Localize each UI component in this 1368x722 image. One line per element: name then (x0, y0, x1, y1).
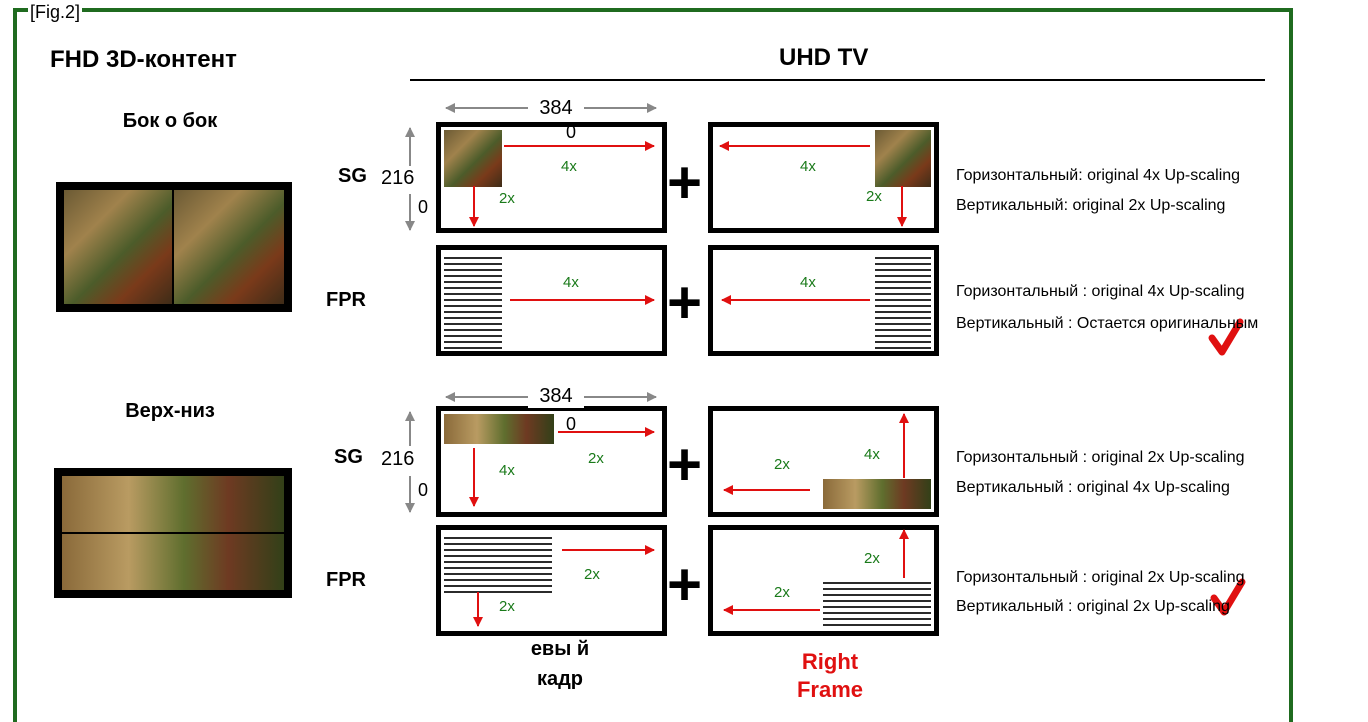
desc-sg1-vertical: Вертикальный: original 2x Up-scaling (956, 197, 1226, 214)
frame-fpr1-left (436, 245, 667, 356)
scale-label-fpr2-right-v: 2x (864, 550, 880, 567)
scale-label-sg1-left-h: 4x (561, 158, 577, 175)
left-header: FHD 3D-контент (50, 46, 237, 73)
figure-label: [Fig.2] (28, 2, 83, 23)
desc-fpr1-horizontal: Горизонтальный : original 4x Up-scaling (956, 283, 1245, 300)
width-sub-label-1: 0 (566, 122, 577, 142)
left-frame-label: евы й кадр (530, 638, 590, 690)
width-sub-label-2: 0 (566, 414, 577, 434)
frame-sg2-right (708, 406, 939, 517)
frame-fpr2-left (436, 525, 667, 636)
row-label-fpr-1: FPR (326, 289, 366, 311)
width-label-2: 384 (528, 385, 584, 408)
scale-label-sg1-right-h: 4x (800, 158, 816, 175)
frame-fpr2-right (708, 525, 939, 636)
height-label-1: 216 (381, 167, 415, 190)
desc-fpr1-vertical: Вертикальный : Остается оригинальным (956, 315, 1259, 332)
scale-label-fpr2-right-h: 2x (774, 584, 790, 601)
width-label-1: 384 (528, 97, 584, 120)
outer-border (13, 8, 1293, 722)
scale-label-fpr2-left-h: 2x (584, 566, 600, 583)
scale-label-sg2-right-h: 2x (774, 456, 790, 473)
right-header: UHD TV (779, 44, 869, 71)
header-underline (410, 79, 1265, 81)
plus-sign-2: + (667, 269, 703, 336)
row-label-sg-1: SG (338, 165, 367, 187)
plus-sign-1: + (667, 149, 703, 216)
format-label-side-by-side: Бок о бок (122, 110, 218, 132)
frame-fpr1-right (708, 245, 939, 356)
desc-fpr2-horizontal: Горизонтальный : original 2x Up-scaling (956, 569, 1245, 586)
height-label-2: 216 (381, 448, 415, 471)
right-frame-label: Right Frame (796, 649, 864, 702)
row-label-fpr-2: FPR (326, 569, 366, 591)
scale-label-fpr1-left-h: 4x (563, 274, 579, 291)
scale-label-sg2-right-v: 4x (864, 446, 880, 463)
frame-sg1-right (708, 122, 939, 233)
desc-sg2-vertical: Вертикальный : original 4x Up-scaling (956, 479, 1230, 496)
row-label-sg-2: SG (334, 446, 363, 468)
scale-label-sg2-left-v: 4x (499, 462, 515, 479)
desc-sg2-horizontal: Горизонтальный : original 2x Up-scaling (956, 449, 1245, 466)
desc-sg1-horizontal: Горизонтальный: original 4x Up-scaling (956, 167, 1241, 184)
thumbnail-top-bottom (54, 468, 292, 598)
scale-label-fpr2-left-v: 2x (499, 598, 515, 615)
thumbnail-side-by-side (56, 182, 292, 312)
height-sub-label-2: 0 (418, 480, 429, 500)
scale-label-sg1-left-v: 2x (499, 190, 515, 207)
format-label-top-bottom: Верх-низ (125, 400, 215, 422)
desc-fpr2-vertical: Вертикальный : original 2x Up-scaling (956, 598, 1230, 615)
scale-label-sg1-right-v: 2x (866, 188, 882, 205)
plus-sign-3: + (667, 431, 703, 498)
height-sub-label-1: 0 (418, 197, 429, 217)
plus-sign-4: + (667, 551, 703, 618)
scale-label-sg2-left-h: 2x (588, 450, 604, 467)
frame-sg1-left (436, 122, 667, 233)
frame-sg2-left (436, 406, 667, 517)
scale-label-fpr1-right-h: 4x (800, 274, 816, 291)
